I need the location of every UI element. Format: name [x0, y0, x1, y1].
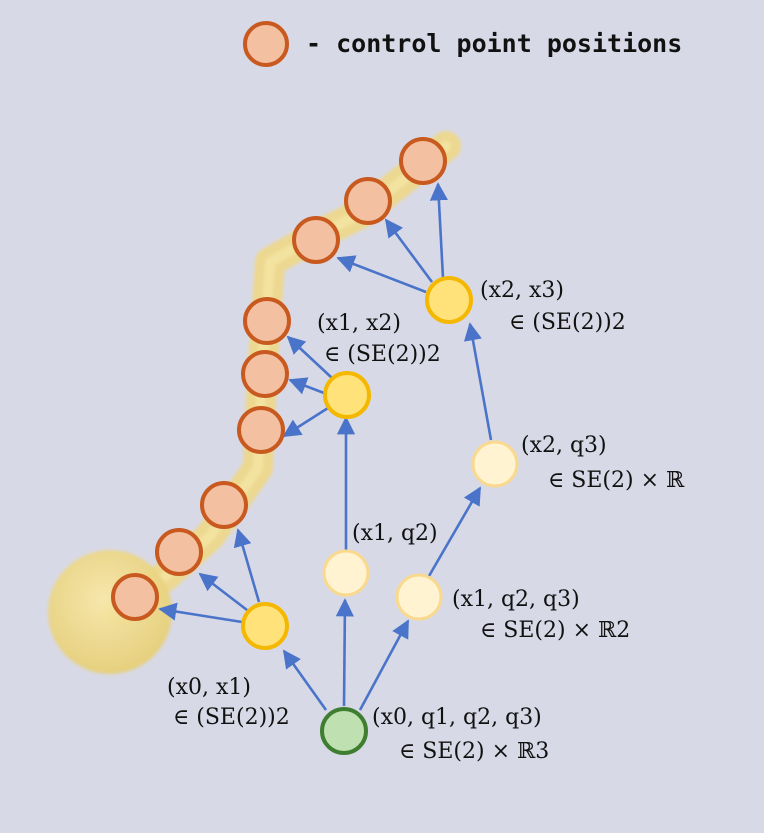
- label-x2x3: (x2, x3): [480, 278, 564, 303]
- space-x1q2q3: ∈ SE(2) × ℝ2: [480, 618, 630, 643]
- label-x1q2: (x1, q2): [352, 521, 438, 546]
- legend: - control point positions: [243, 21, 682, 67]
- control-point: [344, 177, 392, 225]
- legend-label: - control point positions: [306, 29, 682, 58]
- node-x1q2q3: [395, 573, 443, 621]
- edge-x0x1-to-cp1: [158, 602, 243, 624]
- edge-x1x2-to-cp4: [282, 406, 329, 438]
- label-x1q2q3: (x1, q2, q3): [452, 587, 580, 612]
- control-point: [243, 297, 291, 345]
- space-x2q3: ∈ SE(2) × ℝ: [548, 468, 685, 493]
- node-x2x3: [425, 276, 473, 324]
- robot-body: [48, 131, 461, 674]
- space-x0x1: ∈ (SE(2))2: [173, 705, 290, 730]
- control-point: [200, 481, 248, 529]
- control-point: [155, 528, 203, 576]
- edges: [158, 182, 493, 711]
- label-x0x1: (x0, x1): [167, 675, 251, 700]
- edge-x1x2-to-cp5: [288, 377, 325, 395]
- edge-x2x3-to-cp7: [336, 255, 427, 294]
- edge-x1x2-to-cp6: [286, 335, 333, 379]
- space-x1x2: ∈ (SE(2))2: [324, 342, 441, 367]
- node-root: [320, 707, 368, 755]
- edge-x0x1-to-cp2: [198, 572, 248, 612]
- graph-nodes: [241, 276, 519, 755]
- edge-x1q2q3-to-x2q3: [427, 486, 482, 577]
- space-root: ∈ SE(2) × ℝ3: [399, 739, 549, 764]
- legend-control-point-swatch: [243, 21, 289, 67]
- node-x1x2: [323, 371, 371, 419]
- control-point: [237, 406, 285, 454]
- node-x0x1: [241, 602, 289, 650]
- label-x2q3: (x2, q3): [521, 433, 607, 458]
- node-x2q3: [471, 440, 519, 488]
- space-x2x3: ∈ (SE(2))2: [509, 310, 626, 335]
- edge-root-to-x1q2: [335, 598, 354, 707]
- node-x1q2: [322, 549, 370, 597]
- control-point: [292, 216, 340, 264]
- edge-x2x3-to-cp9: [429, 182, 448, 279]
- node-labels: (x0, x1) ∈ (SE(2))2 (x1, x2) ∈ (SE(2))2 …: [167, 278, 685, 764]
- edge-x2x3-to-cp8: [384, 218, 434, 283]
- label-root: (x0, q1, q2, q3): [372, 705, 542, 730]
- label-x1x2: (x1, x2): [317, 311, 401, 336]
- edge-x2q3-to-x2x3: [463, 322, 493, 441]
- edge-root-to-x0x1: [282, 649, 328, 711]
- control-points: [111, 137, 447, 621]
- edge-x0x1-to-cp3: [233, 528, 261, 603]
- control-point: [399, 137, 447, 185]
- edge-root-to-x1q2q3: [358, 619, 410, 711]
- control-point: [111, 573, 159, 621]
- control-point: [241, 350, 289, 398]
